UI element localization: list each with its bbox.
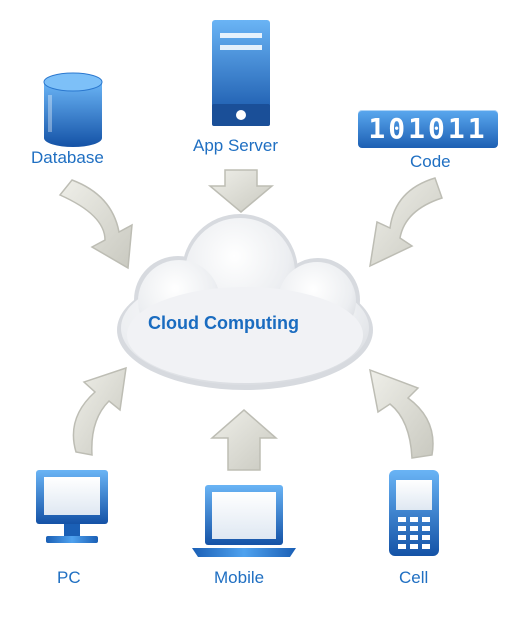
code-badge: 101011	[358, 110, 498, 148]
database-label: Database	[31, 148, 104, 167]
pc-label: PC	[57, 568, 81, 587]
arrow-pc	[72, 366, 127, 456]
arrow-code	[369, 177, 443, 268]
cellphone-icon	[389, 470, 439, 556]
monitor-icon	[36, 470, 108, 543]
database-icon	[43, 72, 103, 147]
cloud-shape	[117, 214, 373, 390]
app-server-label: App Server	[193, 136, 279, 155]
laptop-icon	[192, 485, 296, 557]
arrow-database	[58, 179, 133, 270]
server-icon	[212, 20, 270, 126]
mobile-label: Mobile	[214, 568, 265, 587]
arrow-cell	[369, 368, 434, 459]
cloud-computing-label: Cloud Computing	[148, 313, 299, 333]
code-label: Code	[410, 152, 451, 171]
cell-label: Cell	[399, 568, 429, 587]
arrow-app-server	[207, 169, 275, 213]
arrow-mobile	[210, 409, 278, 471]
